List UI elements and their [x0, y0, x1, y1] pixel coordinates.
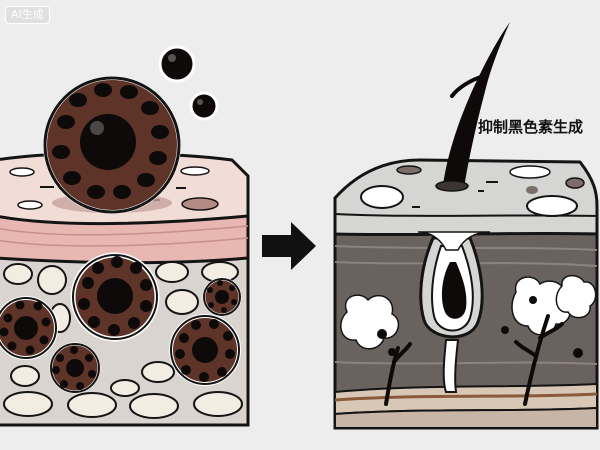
result-label: 抑制黑色素生成	[478, 118, 583, 136]
after-hair-strand	[443, 22, 510, 188]
before-melanin-cell	[202, 277, 242, 317]
after-skin-block	[333, 22, 599, 430]
before-melanin-cell	[70, 252, 160, 342]
ai-generated-watermark: AI生成	[5, 6, 50, 24]
before-melanin-granule	[158, 45, 196, 83]
before-skin-block	[0, 45, 250, 427]
after-clear-area	[555, 274, 597, 319]
transition-arrow	[262, 222, 316, 270]
after-hair-bulb	[441, 262, 467, 319]
before-melanin-cell	[49, 342, 101, 394]
after-nerve-fiber	[514, 314, 564, 406]
before-melanin-cell	[169, 314, 241, 386]
after-nerve-fiber	[384, 342, 412, 406]
before-melanin-granule	[189, 91, 219, 121]
before-fat-cells	[3, 261, 243, 419]
before-melanocyte-large	[43, 76, 181, 214]
before-melanin-cell	[0, 296, 58, 360]
